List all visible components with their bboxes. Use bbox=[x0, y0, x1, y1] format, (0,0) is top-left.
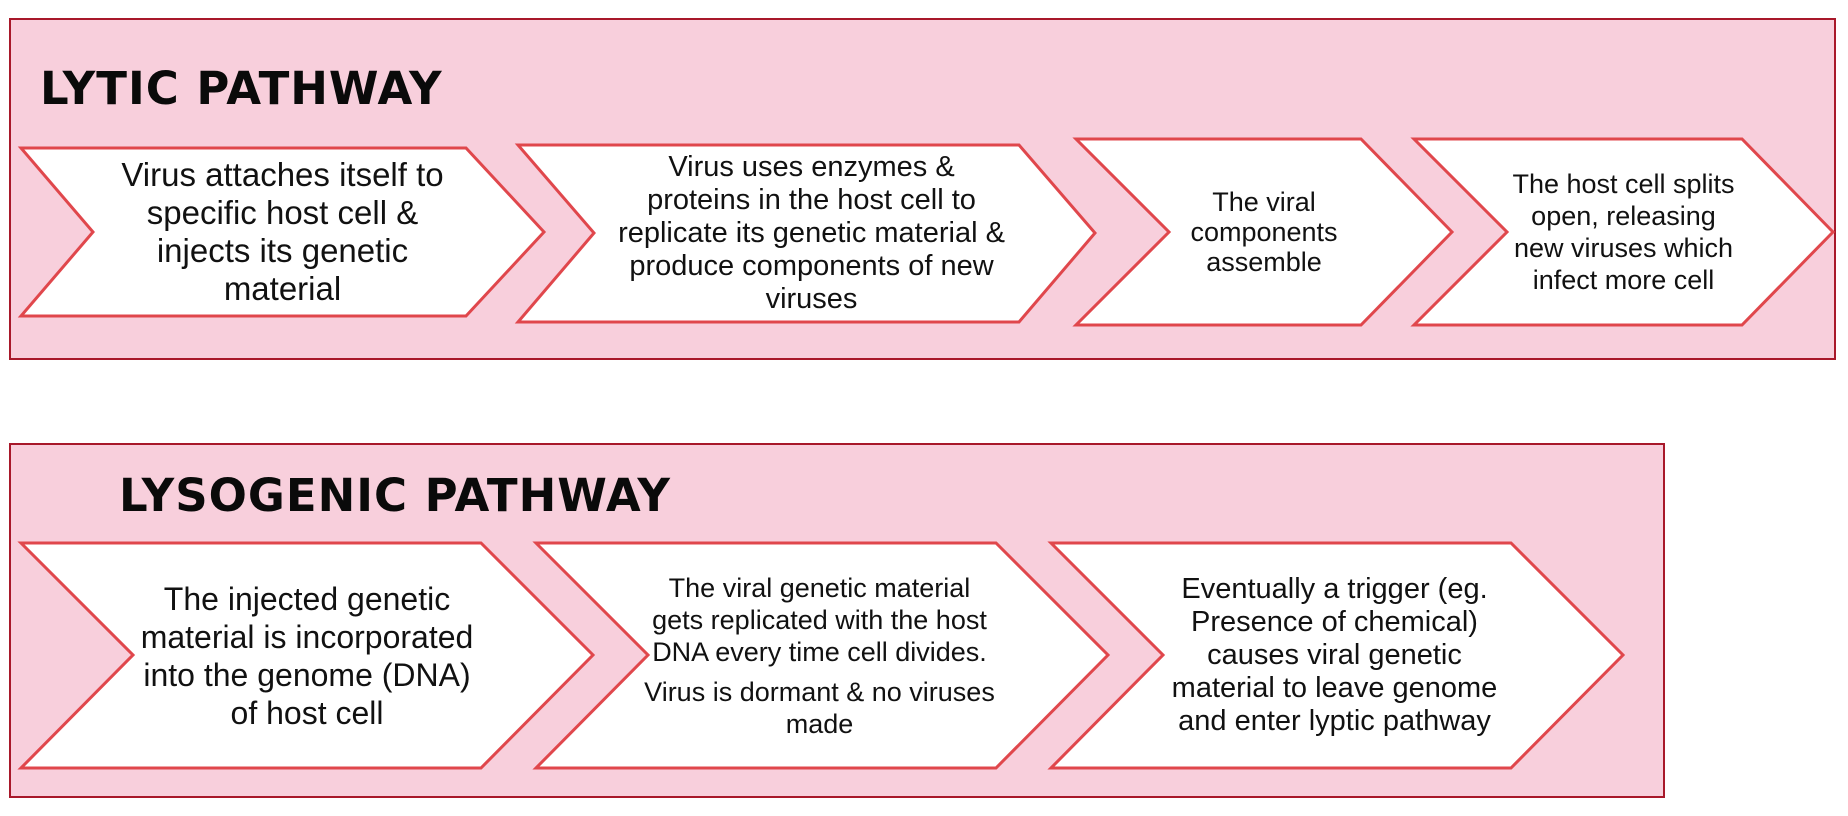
lysogenic-step-1-paragraph: The injected genetic material is incorpo… bbox=[140, 580, 474, 731]
lytic-step-1-paragraph: Virus attaches itself to specific host c… bbox=[121, 156, 444, 307]
lytic-step-3-text: The viral components assemble bbox=[1171, 139, 1357, 325]
lytic-step-3-arrow: The viral components assemble bbox=[1072, 137, 1455, 327]
chevron-arrow-shape bbox=[1410, 137, 1836, 327]
lysogenic-pathway-panel: LYSOGENIC PATHWAY The injected genetic m… bbox=[9, 443, 1665, 798]
lytic-pathway-title: LYTIC PATHWAY bbox=[40, 62, 443, 115]
lytic-step-1-text: Virus attaches itself to specific host c… bbox=[111, 148, 454, 316]
lytic-step-2-text: Virus uses enzymes & proteins in the hos… bbox=[618, 145, 1005, 322]
lysogenic-pathway-title: LYSOGENIC PATHWAY bbox=[119, 469, 671, 522]
chevron-arrow-shape bbox=[514, 143, 1097, 324]
lytic-step-4-text: The host cell splits open, releasing new… bbox=[1509, 139, 1738, 325]
lytic-step-4-arrow: The host cell splits open, releasing new… bbox=[1410, 137, 1836, 327]
chevron-arrow-shape bbox=[1072, 137, 1455, 327]
lytic-step-1-arrow: Virus attaches itself to specific host c… bbox=[17, 146, 547, 318]
lysogenic-step-1-text: The injected genetic material is incorpo… bbox=[131, 543, 483, 768]
lysogenic-step-2-paragraph-1: The viral genetic material gets replicat… bbox=[652, 572, 987, 667]
lysogenic-step-2-arrow: The viral genetic material gets replicat… bbox=[532, 541, 1111, 770]
chevron-arrow-shape bbox=[17, 541, 596, 770]
lysogenic-step-3-paragraph: Eventually a trigger (eg. Presence of ch… bbox=[1171, 573, 1498, 737]
lytic-step-4-paragraph: The host cell splits open, releasing new… bbox=[1512, 169, 1735, 295]
lytic-step-3-paragraph: The viral components assemble bbox=[1190, 187, 1338, 277]
lysogenic-step-2-paragraph-2: Virus is dormant & no viruses made bbox=[644, 676, 995, 739]
lysogenic-step-3-arrow: Eventually a trigger (eg. Presence of ch… bbox=[1047, 541, 1626, 770]
lytic-pathway-panel: LYTIC PATHWAY Virus attaches itself to s… bbox=[9, 18, 1836, 360]
lytic-step-2-arrow: Virus uses enzymes & proteins in the hos… bbox=[514, 143, 1097, 324]
lysogenic-step-3-text: Eventually a trigger (eg. Presence of ch… bbox=[1156, 543, 1513, 768]
lysogenic-step-1-arrow: The injected genetic material is incorpo… bbox=[17, 541, 596, 770]
chevron-arrow-shape bbox=[1047, 541, 1626, 770]
lytic-step-2-paragraph: Virus uses enzymes & proteins in the hos… bbox=[618, 151, 1005, 315]
chevron-arrow-shape bbox=[532, 541, 1111, 770]
lysogenic-step-2-text: The viral genetic material gets replicat… bbox=[641, 543, 998, 768]
chevron-arrow-shape bbox=[17, 146, 547, 318]
